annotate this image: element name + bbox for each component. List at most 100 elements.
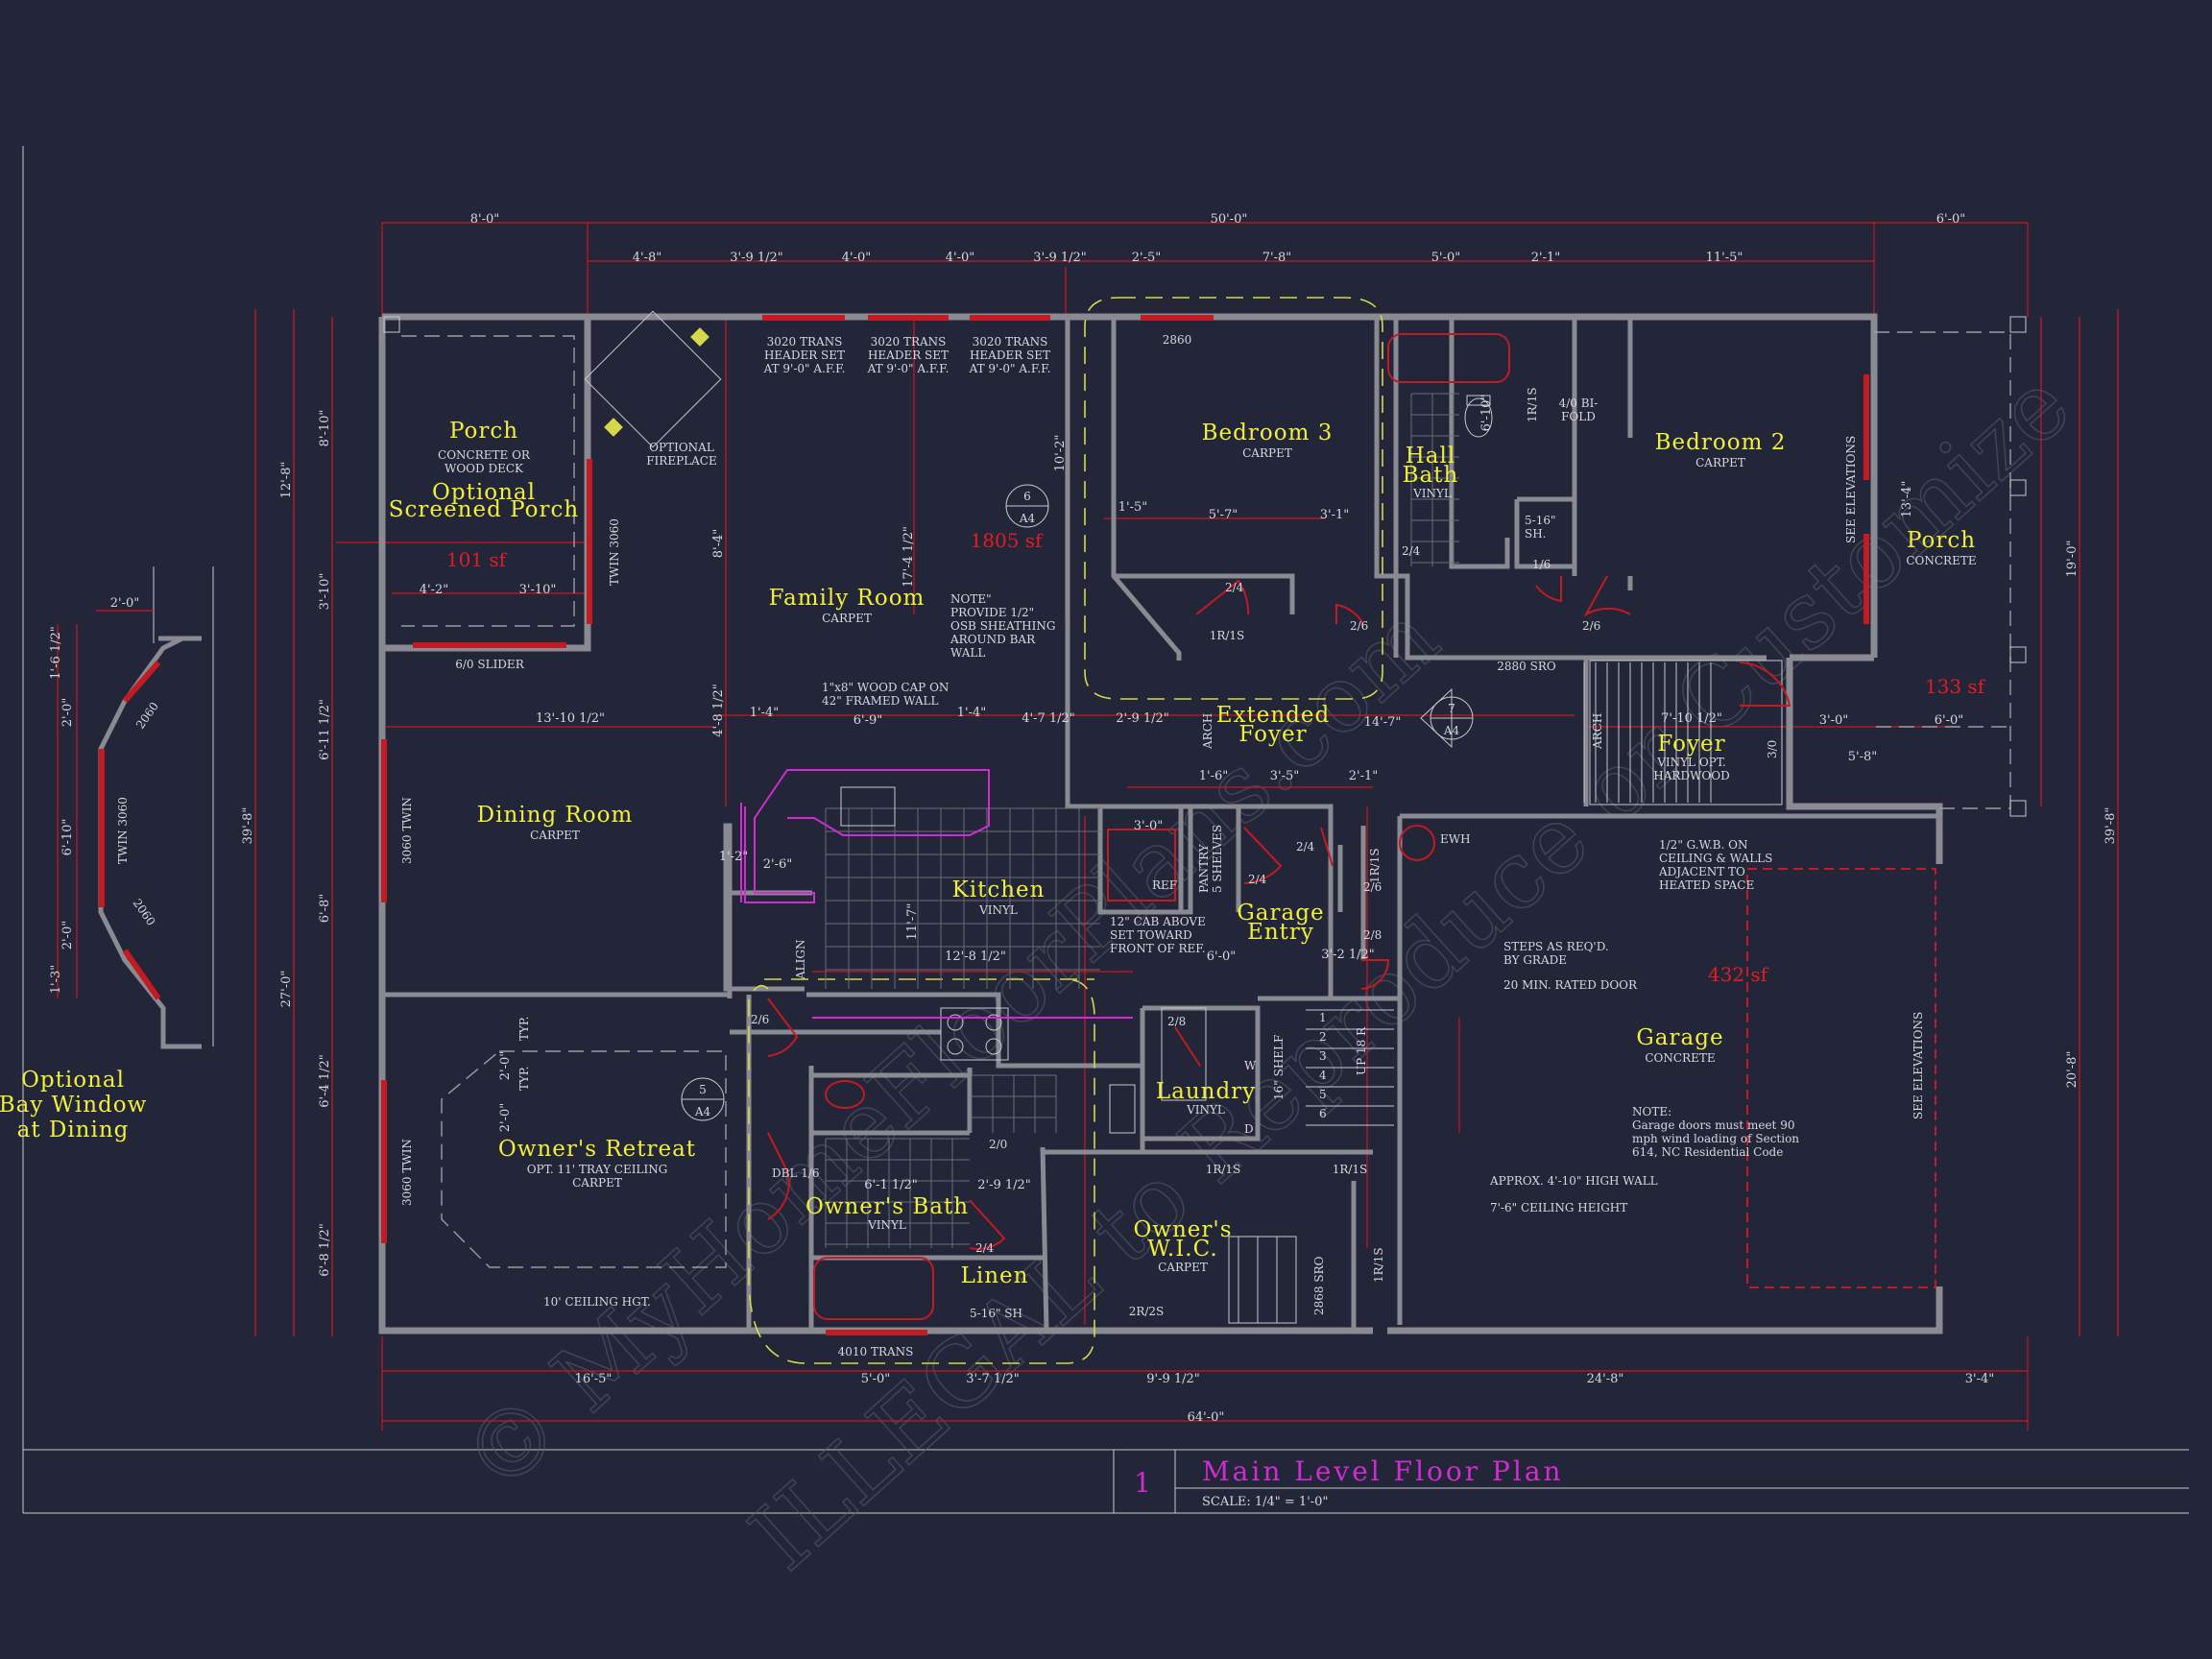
svg-text:1'-4": 1'-4" bbox=[957, 706, 987, 720]
svg-text:4'-8 1/2": 4'-8 1/2" bbox=[711, 684, 726, 737]
porch-right-area: 133 sf bbox=[1925, 675, 1986, 698]
svg-text:2R/2S: 2R/2S bbox=[1129, 1305, 1165, 1318]
hall-bath-sub: VINYL bbox=[1412, 487, 1452, 500]
svg-text:2'-1": 2'-1" bbox=[1531, 251, 1561, 265]
shelf-label: 16" SHELF bbox=[1272, 1035, 1286, 1100]
svg-text:CEILING & WALLS: CEILING & WALLS bbox=[1659, 852, 1772, 865]
svg-text:OSB SHEATHING: OSB SHEATHING bbox=[950, 619, 1055, 633]
svg-text:3'-9 1/2": 3'-9 1/2" bbox=[730, 251, 783, 265]
svg-text:2'-0": 2'-0" bbox=[60, 921, 75, 950]
svg-text:1"x8" WOOD CAP ON: 1"x8" WOOD CAP ON bbox=[822, 681, 949, 694]
svg-text:5: 5 bbox=[699, 1083, 707, 1096]
see-elevations-2: SEE ELEVATIONS bbox=[1911, 1012, 1925, 1119]
svg-text:3'-5": 3'-5" bbox=[1270, 769, 1300, 783]
section-markers bbox=[681, 484, 1474, 1121]
svg-text:39'-8": 39'-8" bbox=[2104, 807, 2118, 845]
svg-text:2/8: 2/8 bbox=[1167, 1015, 1186, 1028]
bedroom2-sub: CARPET bbox=[1695, 456, 1745, 469]
fireplace-note-1: OPTIONAL bbox=[649, 441, 714, 454]
family-room-area: 1805 sf bbox=[971, 529, 1045, 552]
svg-text:5'-0": 5'-0" bbox=[1431, 251, 1461, 265]
bedroom3-title: Bedroom 3 bbox=[1202, 421, 1334, 445]
family-room-title: Family Room bbox=[769, 586, 926, 611]
ref-label: REF bbox=[1152, 878, 1177, 892]
fireplace bbox=[584, 310, 722, 448]
extended-foyer-title2: Foyer bbox=[1238, 722, 1307, 747]
kitchen-title: Kitchen bbox=[952, 878, 1046, 902]
twin-3060-porch: TWIN 3060 bbox=[608, 518, 621, 586]
transom-notes: 3020 TRANS HEADER SET AT 9'-0" A.F.F. 30… bbox=[763, 335, 1051, 375]
svg-text:3/0: 3/0 bbox=[1766, 740, 1779, 758]
svg-text:1'-4": 1'-4" bbox=[750, 706, 780, 720]
svg-text:3'-10": 3'-10" bbox=[519, 583, 557, 597]
osb-note: NOTE" PROVIDE 1/2" OSB SHEATHING AROUND … bbox=[950, 592, 1055, 660]
porch-left-alt2: Screened Porch bbox=[389, 497, 579, 522]
porch-right-title: Porch bbox=[1907, 528, 1976, 553]
svg-text:4'-7 1/2": 4'-7 1/2" bbox=[1022, 711, 1075, 726]
door-swings bbox=[767, 575, 1791, 1250]
dimension-text-sides: 39'-8" 12'-8" 27'-0" 8'-10" 3'-10" 6'-11… bbox=[241, 410, 2118, 1277]
svg-text:2/4: 2/4 bbox=[1296, 840, 1315, 854]
sh-2: SH. bbox=[1525, 527, 1547, 541]
svg-text:27'-0": 27'-0" bbox=[279, 971, 294, 1008]
svg-text:16'-5": 16'-5" bbox=[575, 1372, 613, 1386]
garage-entry-title1: Garage bbox=[1237, 901, 1324, 926]
ceiling-76-note: 7'-6" CEILING HEIGHT bbox=[1490, 1201, 1627, 1214]
owners-wic-title2: W.I.C. bbox=[1147, 1237, 1217, 1262]
svg-text:19'-0": 19'-0" bbox=[2065, 541, 2080, 578]
svg-text:6'-11 1/2": 6'-11 1/2" bbox=[318, 699, 332, 760]
drawing-frame bbox=[22, 146, 2189, 1514]
svg-text:6'-0": 6'-0" bbox=[1935, 713, 1964, 728]
svg-text:3'-9 1/2": 3'-9 1/2" bbox=[1033, 251, 1087, 265]
watermark: © MyHomeFloorPlans.com ILLEGAL to Reprod… bbox=[442, 350, 2091, 1592]
svg-text:AROUND BAR: AROUND BAR bbox=[950, 633, 1036, 646]
trans-4010: 4010 TRANS bbox=[838, 1345, 914, 1358]
svg-text:2'-5": 2'-5" bbox=[1132, 251, 1162, 265]
hall-bath-title2: Bath bbox=[1403, 463, 1459, 488]
svg-text:2/8: 2/8 bbox=[1363, 928, 1382, 942]
owners-retreat-sub2: CARPET bbox=[572, 1176, 622, 1190]
porch-left-area: 101 sf bbox=[446, 548, 508, 571]
arch-label-2: ARCH bbox=[1591, 713, 1604, 750]
svg-text:3'-0": 3'-0" bbox=[1819, 713, 1849, 728]
arch-label-1: ARCH bbox=[1201, 713, 1214, 750]
linen-title: Linen bbox=[961, 1263, 1029, 1288]
svg-text:TWIN 3060: TWIN 3060 bbox=[116, 797, 130, 864]
bedroom2-title: Bedroom 2 bbox=[1655, 430, 1787, 455]
svg-text:2060: 2060 bbox=[131, 897, 158, 928]
svg-text:11'-7": 11'-7" bbox=[905, 903, 920, 941]
svg-text:11'-5": 11'-5" bbox=[1706, 251, 1743, 265]
garage-sub: CONCRETE bbox=[1645, 1051, 1715, 1065]
bifold-2: FOLD bbox=[1561, 410, 1596, 423]
svg-text:HEADER SET: HEADER SET bbox=[868, 349, 949, 362]
svg-text:20 MIN. RATED DOOR: 20 MIN. RATED DOOR bbox=[1503, 978, 1638, 992]
svg-text:13'-10 1/2": 13'-10 1/2" bbox=[536, 711, 605, 726]
ceiling-outlines bbox=[441, 297, 1383, 1364]
svg-text:6'-10": 6'-10" bbox=[1479, 395, 1494, 432]
owners-retreat-sub1: OPT. 11' TRAY CEILING bbox=[527, 1163, 668, 1176]
svg-text:2'-1": 2'-1" bbox=[1349, 769, 1379, 783]
svg-text:2/6: 2/6 bbox=[1350, 619, 1368, 633]
dbl-label: DBL 1/6 bbox=[772, 1166, 820, 1180]
svg-text:HEATED SPACE: HEATED SPACE bbox=[1659, 878, 1754, 892]
svg-text:6: 6 bbox=[1023, 490, 1031, 503]
svg-text:A4: A4 bbox=[1443, 724, 1460, 737]
svg-text:2/4: 2/4 bbox=[1402, 544, 1421, 558]
svg-text:3: 3 bbox=[1319, 1049, 1327, 1063]
porch-left-sub: CONCRETE OR bbox=[438, 448, 531, 462]
svg-text:6'-1 1/2": 6'-1 1/2" bbox=[864, 1178, 918, 1192]
svg-text:14'-7": 14'-7" bbox=[1364, 715, 1402, 730]
svg-text:1R/1S: 1R/1S bbox=[1372, 1247, 1385, 1283]
svg-text:5'-0": 5'-0" bbox=[861, 1372, 891, 1386]
bay-caption-1: Optional bbox=[21, 1068, 125, 1093]
svg-text:1'-5": 1'-5" bbox=[1118, 500, 1148, 515]
svg-text:6'-0": 6'-0" bbox=[1207, 950, 1237, 964]
title-scale: SCALE: 1/4" = 1'-0" bbox=[1202, 1495, 1328, 1509]
svg-text:9'-9 1/2": 9'-9 1/2" bbox=[1146, 1372, 1200, 1386]
svg-text:4'-0": 4'-0" bbox=[842, 251, 872, 265]
dryer-label: D bbox=[1244, 1122, 1254, 1136]
svg-text:13'-4": 13'-4" bbox=[1900, 481, 1914, 518]
owners-bath-sub: VINYL bbox=[867, 1218, 906, 1232]
svg-text:5'-8": 5'-8" bbox=[1848, 750, 1878, 764]
svg-text:12" CAB ABOVE: 12" CAB ABOVE bbox=[1110, 915, 1206, 928]
